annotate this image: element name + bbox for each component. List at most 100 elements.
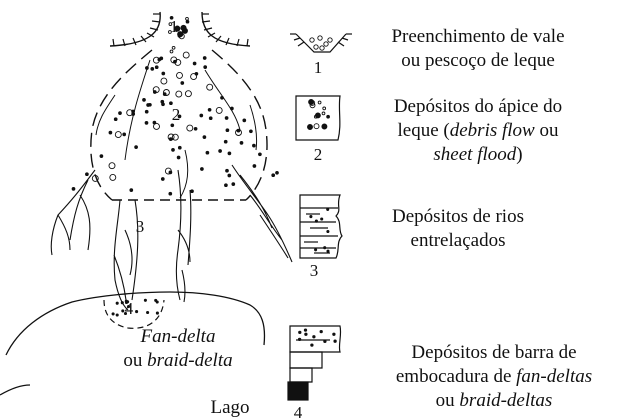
zone-number-1: 1 (170, 17, 179, 36)
sediment-dot (181, 82, 184, 85)
sediment-dot (204, 66, 207, 69)
sediment-dot (156, 312, 158, 314)
sediment-dot (311, 344, 313, 346)
braided-river-right (232, 165, 292, 262)
legend-1-line-2: ou pescoço de leque (401, 50, 555, 71)
sediment-dot (136, 311, 138, 313)
sediment-dot (191, 190, 194, 193)
sediment-dot (304, 329, 306, 331)
lake-label: Lago (210, 397, 249, 418)
legend-text-segment: Depósitos do ápice do (394, 96, 562, 117)
sediment-dot (324, 340, 326, 342)
sediment-dot (123, 133, 126, 136)
sediment-dot (320, 46, 324, 50)
channel-line (180, 150, 188, 198)
sediment-dot (203, 136, 206, 139)
sediment-dot (186, 20, 189, 23)
sediment-dot (176, 91, 182, 97)
legend-3-line-1: Depósitos de rios (392, 206, 524, 227)
sediment-dot (243, 119, 246, 122)
sediment-dot (226, 169, 229, 172)
sediment-dot (327, 115, 330, 118)
sediment-dot (156, 301, 158, 303)
legend-text-segment: fan-deltas (516, 366, 592, 387)
sediment-dot (185, 91, 191, 97)
sediment-dot (116, 314, 118, 316)
sediment-dot (228, 152, 231, 155)
lake-lower-line (0, 385, 30, 395)
legend-4-line-3: ou braid-deltas (436, 390, 553, 411)
sediment-dot (116, 302, 118, 304)
sediment-dot (308, 125, 313, 130)
legend-number-3: 3 (310, 261, 319, 280)
legend-4-line-1: Depósitos de barra de (411, 342, 576, 363)
sediment-dot (314, 124, 319, 129)
legend-text-segment: Preenchimento de vale (391, 26, 564, 47)
sediment-dot (225, 184, 228, 187)
sediment-dot (209, 117, 212, 120)
sediment-dot (162, 103, 165, 106)
lake-shoreline (6, 292, 264, 355)
sediment-dot (333, 333, 335, 335)
sediment-dot (184, 29, 187, 32)
sediment-dot (313, 336, 315, 338)
legend-2-line-3: sheet flood) (433, 144, 522, 165)
sediment-dot (200, 114, 203, 117)
legend-text-segment: Depósitos de barra de (411, 342, 576, 363)
sediment-dot (324, 247, 326, 249)
sediment-dot (240, 142, 243, 145)
sediment-dot (315, 113, 320, 118)
sediment-dot (178, 146, 181, 149)
sediment-dot (221, 96, 224, 99)
sediment-dot (318, 101, 321, 104)
sediment-dot (177, 156, 180, 159)
valley-hachures (113, 14, 248, 46)
sediment-dot (324, 42, 328, 46)
sediment-dot (195, 72, 198, 75)
sediment-dot (231, 107, 234, 110)
sediment-dot (201, 168, 204, 171)
sediment-dot (298, 338, 300, 340)
sediment-dot (320, 330, 322, 332)
braid-delta-label: ou braid-delta (123, 350, 232, 371)
sediment-dot (171, 124, 174, 127)
sediment-dot (253, 165, 256, 168)
sediment-dot (216, 107, 222, 113)
legend-text-segment: ou (535, 120, 559, 141)
sediment-dot (272, 174, 275, 177)
sediment-dot (149, 103, 152, 106)
fan-delta-label: Fan-delta (140, 326, 216, 347)
sediment-dot (155, 66, 158, 69)
sediment-dot (115, 132, 121, 138)
sediment-dot (147, 311, 149, 313)
sediment-dot (162, 72, 165, 75)
sediment-dot (110, 174, 116, 180)
legend-2-line-1: Depósitos do ápice do (394, 96, 562, 117)
sediment-dot (203, 57, 206, 60)
legend-1-line-1: Preenchimento de vale (391, 26, 564, 47)
sediment-dot (228, 174, 231, 177)
legend-text-segment: sheet flood (433, 144, 516, 165)
sediment-dot (276, 171, 279, 174)
sediment-dot (194, 127, 197, 130)
sediment-dot (72, 188, 75, 191)
sediment-dot (259, 153, 262, 156)
sediment-dot (187, 125, 193, 131)
sediment-dot (327, 230, 329, 232)
sediment-dot (207, 84, 213, 90)
sediment-dot (130, 189, 133, 192)
sediment-dot (169, 138, 172, 141)
sediment-dot (193, 62, 196, 65)
legend-text-segment: braid-deltas (459, 390, 552, 411)
legend-number-2: 2 (314, 145, 323, 164)
sediment-dot (208, 108, 211, 111)
zone-number-2: 2 (172, 105, 181, 124)
sediment-dot (183, 52, 189, 58)
sediment-dot (315, 220, 317, 222)
sediment-dot (86, 173, 89, 176)
sediment-dot (158, 58, 161, 61)
sediment-dot (172, 149, 175, 152)
sediment-dot (146, 67, 149, 70)
sediment-dot (144, 299, 146, 301)
